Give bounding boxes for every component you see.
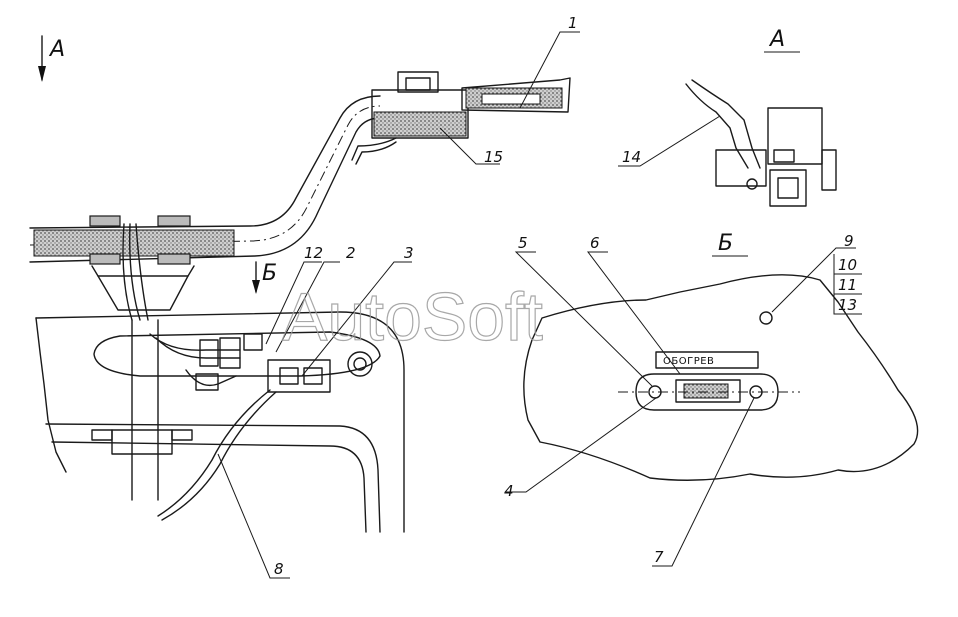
callout-6: 6	[590, 234, 600, 252]
heater-pipe-assembly	[29, 71, 571, 321]
callout-8: 8	[274, 560, 284, 578]
callout-15: 15	[484, 148, 503, 166]
callout-7: 7	[654, 548, 664, 566]
view-b-detail: Б ОБОГРЕВ	[523, 231, 919, 481]
view-arrow-a: А	[38, 35, 65, 82]
callout-4: 4	[504, 482, 514, 500]
view-a-detail: А	[685, 27, 837, 207]
watermark-text: AutoSoft	[282, 279, 543, 355]
view-b-title: Б	[718, 231, 733, 256]
leader-lines	[217, 31, 862, 579]
callout-2: 2	[346, 244, 356, 262]
view-a-title: А	[768, 27, 785, 52]
callout-11: 11	[838, 276, 857, 294]
callout-1: 1	[568, 14, 578, 32]
callout-12: 12	[304, 244, 323, 262]
heating-plate-label: ОБОГРЕВ	[663, 356, 714, 367]
callout-13: 13	[838, 296, 857, 314]
callout-10: 10	[838, 256, 857, 274]
callout-3: 3	[404, 244, 414, 262]
callout-9: 9	[844, 232, 854, 250]
callout-5: 5	[518, 234, 528, 252]
dashboard-panel: Б	[35, 261, 405, 533]
view-arrow-b-label: Б	[262, 261, 277, 286]
view-arrow-a-label: А	[48, 37, 65, 62]
callout-14: 14	[622, 148, 641, 166]
callout-numbers: 1 2 3 4 5 6 7 8 9 10 11 12 13 14 15	[274, 14, 857, 578]
